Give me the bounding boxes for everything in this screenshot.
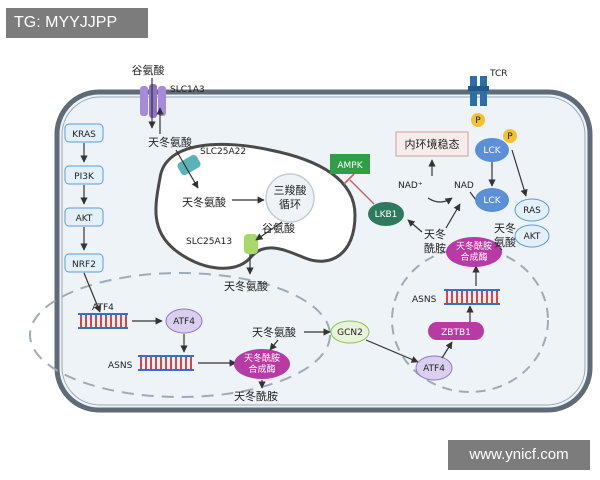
arrow-lck-to-ras	[511, 149, 528, 197]
asparagine-bottom-label: 天冬酰胺	[234, 389, 278, 403]
svg-text:KRAS: KRAS	[72, 130, 96, 140]
arrow-asn-to-lkb1	[407, 219, 423, 233]
asparagine-right-line1: 天冬	[424, 227, 446, 241]
aspartate-2-label: 天冬氨酸	[182, 195, 226, 209]
glutamate-mito-label: 谷氨酸	[262, 221, 295, 235]
inhibit-lkb1-ampk	[349, 179, 375, 205]
aspartate-right-line2: 氨酸	[494, 235, 516, 249]
zbtb1-node: ZBTB1	[428, 322, 484, 340]
arrow-tca-to-slc25a13	[255, 221, 283, 241]
svg-text:NRF2: NRF2	[72, 260, 96, 270]
asns-right-label: ASNS	[412, 295, 437, 305]
asparagine-synthetase-right: 天冬酰胺 合成酶	[446, 237, 502, 267]
arrow-atf4-to-zbtb1	[441, 341, 453, 359]
slc25a13-label: SLC25A13	[186, 237, 232, 247]
homeostasis-box: 内环境稳态	[395, 131, 469, 157]
svg-text:AKT: AKT	[524, 232, 541, 242]
dna-asns-right	[444, 289, 500, 305]
svg-text:LCK: LCK	[483, 196, 501, 206]
svg-text:P: P	[507, 132, 513, 142]
arrow-lck-to-nad	[469, 191, 477, 201]
svg-text:天冬酰胺: 天冬酰胺	[244, 352, 280, 364]
svg-text:ATF4: ATF4	[173, 317, 195, 327]
svg-text:P: P	[475, 116, 481, 126]
lck-bottom-node: LCK	[475, 188, 509, 212]
svg-text:PI3K: PI3K	[74, 172, 95, 182]
slc25a22-label: SLC25A22	[200, 147, 246, 157]
atf4-left-protein: ATF4	[165, 308, 203, 334]
phospho-1: P	[471, 113, 485, 127]
lck-top-node: LCK	[475, 138, 509, 162]
aspartate-4-label: 天冬氨酸	[252, 325, 296, 339]
tca-label-line1: 三羧酸	[274, 183, 307, 197]
pi3k-box: PI3K	[64, 165, 104, 185]
mitochondrion	[154, 142, 357, 270]
slc1a3-transporter	[140, 84, 166, 118]
inhibit-bar	[343, 173, 355, 185]
asns-left-label: ASNS	[108, 361, 133, 371]
svg-text:GCN2: GCN2	[337, 328, 363, 338]
arrow-asp4-to-enzyme	[269, 339, 279, 351]
tcr-receptor	[468, 76, 489, 106]
svg-text:ZBTB1: ZBTB1	[441, 328, 471, 338]
arrow-gcn2-to-atf4	[365, 339, 419, 363]
nucleus-right	[391, 247, 549, 393]
svg-text:合成酶: 合成酶	[248, 363, 275, 375]
slc25a22-transporter	[177, 154, 201, 176]
svg-text:LKB1: LKB1	[375, 210, 398, 220]
svg-text:ATF4: ATF4	[423, 364, 445, 374]
svg-text:合成酶: 合成酶	[460, 251, 487, 263]
lkb1-node: LKB1	[368, 202, 404, 226]
dna-asns-left	[138, 355, 194, 371]
arrow-asn-to-nad	[445, 203, 461, 229]
svg-text:LCK: LCK	[483, 146, 501, 156]
tcr-label: TCR	[489, 69, 508, 79]
arrow-nrf2-atf4	[83, 272, 101, 313]
nad-label: NAD	[454, 181, 474, 191]
atf4-left-gene-label: ATF4	[92, 303, 114, 313]
svg-text:天冬酰胺: 天冬酰胺	[456, 240, 492, 252]
arrow-asp-right-to-enzyme	[499, 247, 503, 251]
svg-text:RAS: RAS	[523, 206, 541, 216]
dna-atf4-left	[78, 313, 128, 329]
asparagine-synthetase-left: 天冬酰胺 合成酶	[234, 349, 290, 379]
asparagine-right-line2: 酰胺	[424, 241, 446, 255]
atf4-right-protein: ATF4	[415, 355, 453, 381]
akt-right-node: AKT	[514, 224, 550, 248]
svg-text:AKT: AKT	[76, 214, 93, 224]
watermark-tag: TG: MYYJJPP	[6, 8, 148, 38]
phospho-2: P	[503, 129, 517, 143]
watermark-url: www.ynicf.com	[448, 440, 590, 470]
cell-membrane-inner	[61, 96, 586, 406]
ras-node: RAS	[514, 198, 550, 222]
arrow-asp-into-mito	[175, 149, 199, 189]
glutamate-top-label: 谷氨酸	[132, 63, 165, 77]
svg-text:内环境稳态: 内环境稳态	[405, 137, 460, 151]
slc25a13-transporter	[244, 234, 258, 254]
nad-cycle-arrow	[427, 197, 453, 205]
svg-text:AMPK: AMPK	[337, 161, 363, 171]
aspartate-1-label: 天冬氨酸	[148, 135, 192, 149]
slc1a3-label: SLC1A3	[170, 85, 205, 95]
aspartate-right-line1: 天冬	[494, 221, 516, 235]
tca-cycle-circle	[265, 173, 315, 223]
gcn2-node: GCN2	[330, 320, 370, 344]
nrf2-box: NRF2	[64, 253, 104, 273]
tca-label-line2: 循环	[279, 198, 301, 211]
kras-box: KRAS	[64, 123, 104, 143]
ampk-node: AMPK	[330, 154, 370, 174]
akt-left-box: AKT	[64, 207, 104, 227]
aspartate-3-label: 天冬氨酸	[224, 279, 268, 293]
nad-plus-label: NAD⁺	[398, 181, 423, 191]
